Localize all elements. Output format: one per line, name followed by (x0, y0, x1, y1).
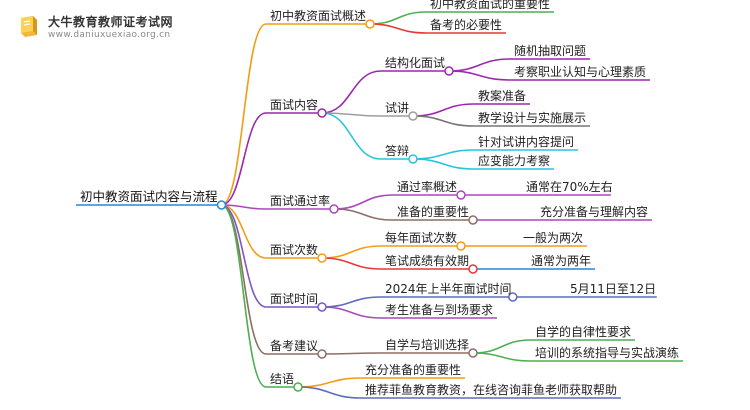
child-node: 推荐菲鱼教育教资，在线咨询菲鱼老师获取帮助 (365, 383, 618, 397)
child-node: 备考的必要性 (430, 18, 503, 32)
child-connector (321, 296, 382, 308)
collapse-knob (444, 66, 454, 76)
child-connector (321, 112, 382, 160)
branch-node: 备考建议 (270, 339, 319, 353)
child-connector (369, 11, 427, 25)
collapse-knob (408, 154, 418, 164)
child-connector (321, 352, 382, 355)
child-node: 考生准备与到场要求 (385, 303, 494, 317)
brand-title: 大牛教育教师证考试网 (48, 15, 174, 29)
child-node: 初中教资面试的重要性 (430, 0, 551, 11)
branch-node: 面试通过率 (270, 194, 331, 208)
leaf-connector (412, 149, 475, 160)
leaf-node: 通常在70%左右 (526, 180, 613, 194)
branch-node: 初中教资面试概述 (270, 9, 367, 23)
collapse-knob (365, 19, 375, 29)
leaf-node: 自学的自律性要求 (535, 325, 632, 339)
child-connector (297, 386, 362, 399)
child-connector (321, 257, 382, 270)
leaf-connector (412, 158, 475, 170)
child-node: 准备的重要性 (397, 205, 470, 219)
child-node: 2024年上半年面试时间 (385, 282, 512, 296)
leaf-connector (448, 70, 511, 81)
leaf-connector (472, 352, 532, 362)
leaf-node: 随机抽取问题 (514, 44, 587, 58)
collapse-knob (456, 241, 466, 251)
child-connector (333, 194, 394, 210)
branch-connector (221, 204, 267, 210)
leaf-node: 5月11日至12日 (570, 282, 657, 296)
collapse-knob (456, 190, 466, 200)
leaf-connector (412, 115, 475, 127)
child-connector (333, 208, 394, 221)
collapse-knob (317, 253, 327, 263)
collapse-knob (508, 292, 518, 302)
branch-node: 结语 (270, 372, 295, 386)
child-node: 试讲 (385, 101, 410, 115)
leaf-node: 应变能力考察 (478, 154, 551, 168)
child-node: 结构化面试 (385, 56, 446, 70)
leaf-node: 一般为两次 (523, 231, 584, 245)
branch-connector (221, 23, 267, 206)
child-node: 充分准备的重要性 (365, 363, 462, 377)
leaf-node: 教案准备 (478, 89, 527, 103)
root-node: 初中教资面试内容与流程 (80, 189, 218, 204)
collapse-knob (317, 302, 327, 312)
branch-node: 面试时间 (270, 292, 319, 306)
leaf-node: 教学设计与实施展示 (478, 111, 587, 125)
branch-node: 面试次数 (270, 243, 319, 257)
leaf-connector (412, 103, 475, 117)
collapse-knob (468, 264, 478, 274)
child-node: 通过率概述 (397, 180, 458, 194)
collapse-knob (293, 382, 303, 392)
branch-node: 面试内容 (270, 98, 319, 112)
leaf-node: 充分准备与理解内容 (540, 205, 649, 219)
child-node: 笔试成绩有效期 (385, 254, 470, 268)
collapse-knob (408, 111, 418, 121)
child-node: 每年面试次数 (385, 231, 458, 245)
leaf-connector (448, 58, 511, 72)
leaf-node: 考察职业认知与心理素质 (514, 65, 647, 79)
leaf-connector (472, 339, 532, 354)
collapse-knob (468, 215, 478, 225)
leaf-node: 培训的系统指导与实战演练 (535, 346, 680, 360)
child-connector (321, 245, 382, 259)
collapse-knob (317, 349, 327, 359)
collapse-knob (329, 204, 339, 214)
child-connector (321, 70, 382, 114)
branch-connector (221, 112, 267, 206)
branch-connector (221, 204, 267, 355)
collapse-knob (216, 200, 227, 210)
brand-url: www.daniuxuexiao.org.cn (48, 30, 171, 40)
child-connector (321, 306, 382, 319)
branch-connector (221, 204, 267, 388)
collapse-knob (317, 108, 327, 118)
child-connector (369, 23, 427, 34)
child-node: 答辩 (385, 144, 410, 158)
child-node: 自学与培训选择 (385, 338, 470, 352)
collapse-knob (468, 348, 478, 358)
leaf-node: 通常为两年 (531, 254, 592, 268)
child-connector (297, 377, 362, 388)
leaf-node: 针对试讲内容提问 (478, 135, 575, 149)
branch-connector (221, 204, 267, 259)
book-logo-icon (21, 16, 37, 37)
